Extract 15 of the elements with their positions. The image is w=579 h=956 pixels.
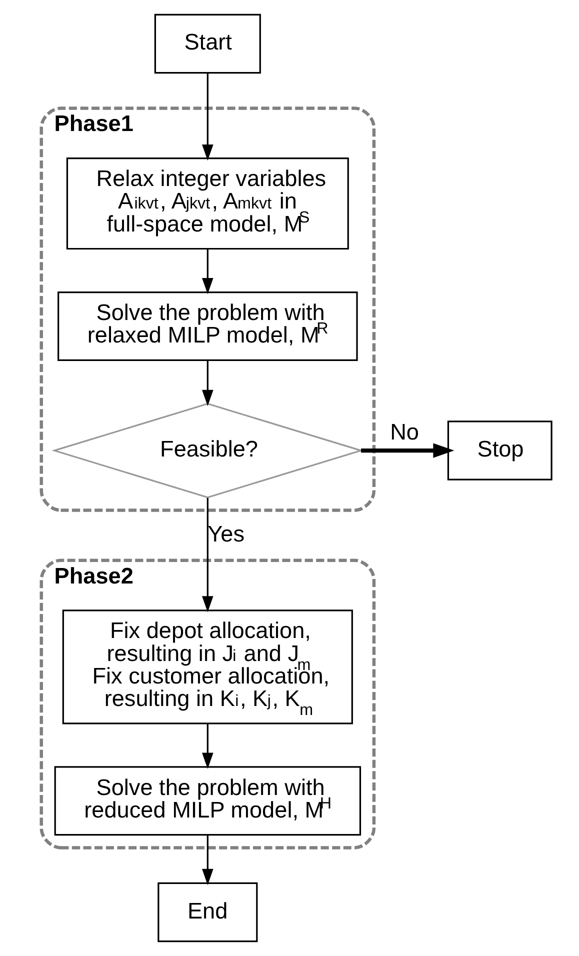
node-diamond: Feasible? [51, 402, 364, 498]
arrow [202, 498, 213, 612]
node-box: End [157, 882, 258, 942]
node-box: Solve the problem with relaxed MILP model, M$^{R}$ [57, 292, 358, 361]
node-box: Relax integer variables Aikvt, Ajkvt, Amkvt in full-space model, M$^{S}$ [66, 158, 348, 250]
arrow [202, 248, 213, 294]
node-box: Fix depot allocation, resulting in Ji and J$_{m}$ Fix customer allocation, resulting in Ki, Kj, K$_{m}$ [62, 610, 352, 724]
arrow [360, 443, 454, 458]
arrow [202, 724, 213, 769]
arrow [202, 834, 213, 886]
arrow [202, 73, 213, 161]
node-box: Start [154, 14, 260, 74]
node-box: Stop [446, 420, 552, 480]
arrow [202, 360, 213, 406]
edge-label: No [390, 420, 418, 445]
